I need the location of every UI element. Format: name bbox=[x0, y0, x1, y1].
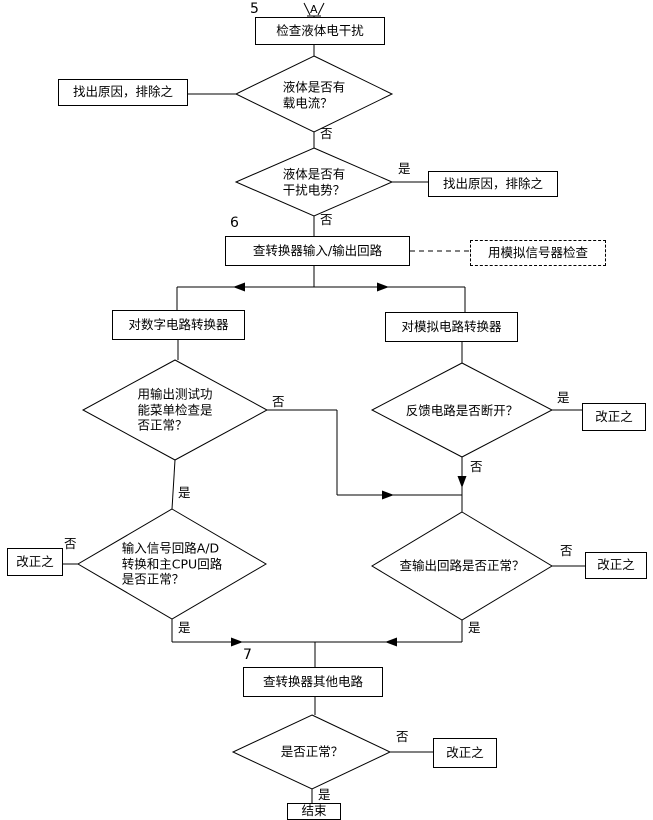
process-digital-circuit-converter: 对数字电路转换器 bbox=[112, 310, 245, 340]
process-fix-it-other: 改正之 bbox=[433, 738, 497, 768]
decision-feedback-open-text: 反馈电路是否断开？ bbox=[405, 403, 519, 419]
decision-is-normal-text: 是否正常？ bbox=[280, 744, 344, 760]
branch-yes-label: 是 bbox=[318, 787, 331, 802]
branch-no-label: 否 bbox=[320, 212, 333, 227]
arrowhead-left bbox=[385, 637, 397, 647]
terminator-end: 结束 bbox=[287, 803, 341, 820]
decision-liquid-potential-text: 液体是否有 干扰电势？ bbox=[282, 166, 346, 197]
process-fix-it-input: 改正之 bbox=[7, 548, 63, 576]
arrowhead-right bbox=[382, 490, 394, 500]
branch-yes-label: 是 bbox=[178, 485, 191, 500]
decision-output-test-text: 用输出测试功 能菜单检查是 否正常？ bbox=[137, 386, 213, 433]
arrowhead-right bbox=[231, 637, 243, 647]
step-number-5: 5 bbox=[250, 1, 259, 17]
process-find-cause-left: 找出原因，排除之 bbox=[58, 79, 188, 106]
connector-a-icon bbox=[303, 2, 325, 17]
branch-yes-label: 是 bbox=[557, 390, 570, 405]
process-fix-it-output: 改正之 bbox=[585, 552, 647, 579]
process-analog-circuit-converter: 对模拟电路转换器 bbox=[385, 312, 518, 342]
branch-no-label: 否 bbox=[272, 394, 285, 409]
decision-liquid-current-text: 液体是否有 载电流？ bbox=[282, 79, 346, 110]
branch-no-label: 否 bbox=[396, 729, 409, 744]
process-check-other-circuits: 查转换器其他电路 bbox=[243, 667, 383, 697]
process-check-converter-io: 查转换器输入/输出回路 bbox=[225, 236, 410, 266]
process-find-cause-right: 找出原因，排除之 bbox=[428, 171, 558, 197]
process-check-liquid-interference: 检查液体电干扰 bbox=[255, 17, 385, 45]
branch-yes-label: 是 bbox=[398, 161, 411, 176]
branch-no-label: 否 bbox=[470, 459, 483, 474]
edge bbox=[171, 459, 176, 510]
branch-no-label: 否 bbox=[560, 543, 573, 558]
branch-no-label: 否 bbox=[320, 126, 333, 141]
branch-yes-label: 是 bbox=[468, 620, 481, 635]
branch-yes-label: 是 bbox=[178, 620, 191, 635]
process-fix-it-feedback: 改正之 bbox=[582, 403, 646, 431]
arrowhead-left bbox=[233, 282, 245, 292]
connector-a-label: A bbox=[310, 3, 318, 16]
decision-output-circuit-text: 查输出回路是否正常？ bbox=[399, 558, 525, 574]
step-number-6: 6 bbox=[230, 215, 239, 231]
note-use-analog-signal-checker: 用模拟信号器检查 bbox=[470, 240, 606, 266]
branch-no-label: 否 bbox=[64, 536, 77, 551]
decision-input-cpu-text: 输入信号回路A/D 转换和主CPU回路 是否正常？ bbox=[121, 540, 223, 587]
arrowhead-right bbox=[377, 282, 389, 292]
step-number-7: 7 bbox=[243, 647, 252, 663]
arrowhead-down bbox=[457, 476, 467, 488]
